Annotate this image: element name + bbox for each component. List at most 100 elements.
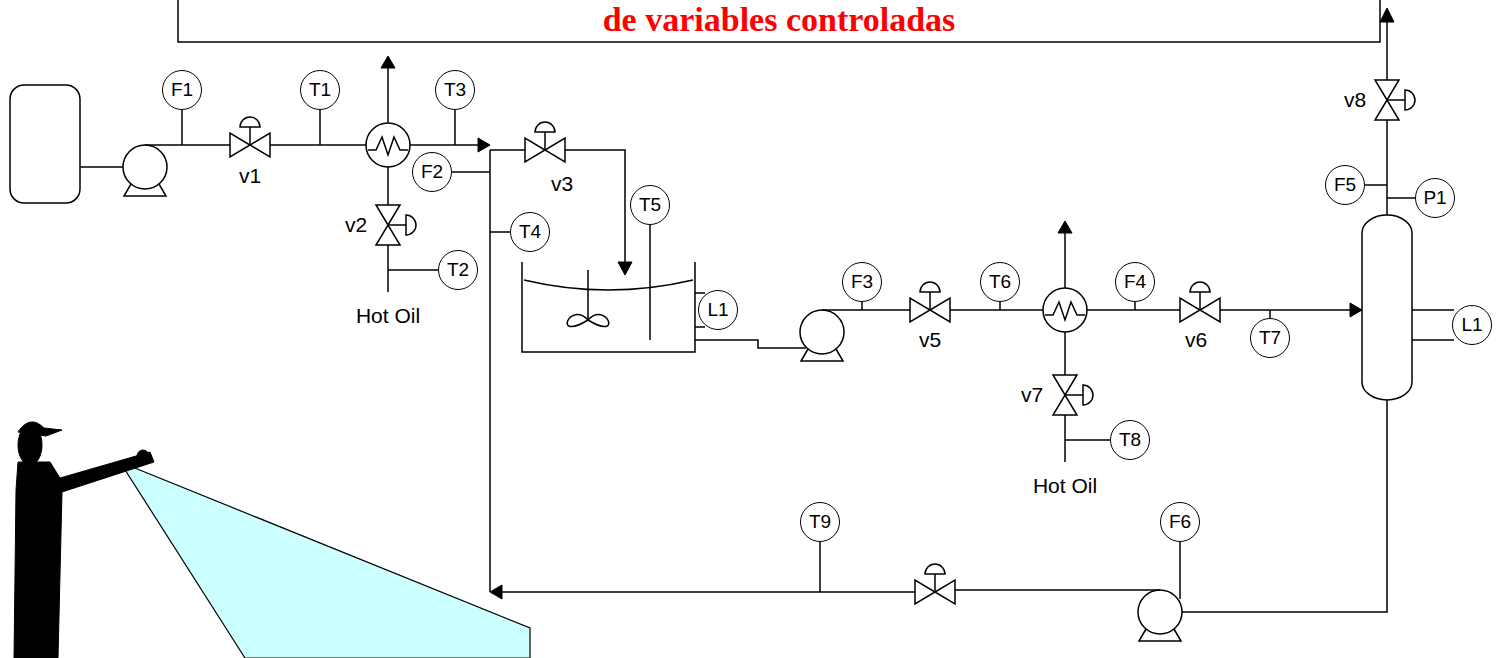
arrowhead [1350, 303, 1362, 317]
instrument-tag: T8 [1119, 430, 1141, 451]
instrument-bubble: T8 [1110, 420, 1150, 460]
arrowhead [1380, 8, 1394, 22]
instrument-leader [649, 225, 651, 340]
instrument-leader [1065, 439, 1110, 441]
level-tap [695, 326, 705, 328]
level-tap [695, 292, 705, 294]
valve-actuator [535, 122, 555, 132]
speech-wedge [120, 462, 530, 658]
pipe [490, 149, 525, 151]
liquid-surface [524, 280, 693, 290]
valve-actuator [925, 564, 945, 574]
instrument-bubble: T5 [630, 185, 670, 225]
valve-symbol [376, 205, 400, 225]
pump-symbol [123, 145, 167, 189]
instrument-leader [819, 542, 821, 592]
pipe [950, 309, 1043, 311]
instrument-bubble: F2 [412, 152, 452, 192]
instrument-tag: F6 [1169, 512, 1191, 533]
pump-base [801, 349, 843, 361]
valve-actuator [1405, 90, 1415, 110]
drawing-label: v5 [919, 328, 941, 351]
instrument-leader [490, 231, 510, 233]
instrument-bubble: L1 [698, 290, 738, 330]
valve-stem [544, 132, 546, 150]
pipe [955, 589, 1160, 591]
instrument-bubble: F4 [1115, 262, 1155, 302]
header-title: de variables controladas [603, 1, 956, 38]
arrowhead [618, 262, 632, 275]
valve-symbol [1200, 298, 1220, 322]
valve-symbol [915, 580, 935, 604]
instrument-tag: L1 [1461, 315, 1482, 336]
heat-exchanger-coil [368, 137, 408, 155]
valve-actuator [240, 117, 260, 127]
instrument-bubble: F5 [1325, 165, 1365, 205]
heat-exchanger-coil [1045, 302, 1085, 320]
valve-actuator [406, 215, 416, 235]
arrowhead [490, 585, 502, 599]
instrument-tag: F5 [1334, 175, 1356, 196]
pipe [387, 167, 389, 205]
valve-symbol [910, 298, 930, 322]
pump-base [1139, 629, 1181, 641]
vent-line [387, 66, 389, 123]
instrument-bubble: T2 [438, 250, 478, 290]
instrument-bubble: T3 [435, 70, 475, 110]
valve-stem [388, 224, 406, 226]
valve-actuator [1190, 282, 1210, 292]
instrument-tag: F2 [421, 162, 443, 183]
instrument-tag: T1 [309, 80, 331, 101]
instrument-leader [1179, 542, 1181, 599]
valve-symbol [230, 133, 250, 157]
drawing-label: v1 [239, 164, 261, 187]
instrument-leader [1387, 197, 1415, 199]
pipe [502, 591, 915, 593]
valve-symbol [1180, 298, 1200, 322]
instrument-tag: T7 [1259, 328, 1281, 349]
valve-symbol [525, 138, 545, 162]
valve-stem [1199, 292, 1201, 310]
valve-symbol [935, 580, 955, 604]
pipe [1064, 415, 1066, 462]
instrument-leader [1365, 184, 1387, 186]
valve-symbol [376, 225, 400, 245]
valve-stem [934, 574, 936, 592]
pipe [1386, 22, 1388, 80]
instrument-leader [999, 302, 1001, 310]
instrument-bubble: P1 [1415, 178, 1455, 218]
drawing-label: Hot Oil [1033, 474, 1097, 497]
instrument-leader [452, 171, 490, 173]
level-tap [1412, 309, 1454, 311]
valve-symbol [545, 138, 565, 162]
instrument-leader [319, 110, 321, 145]
valve-actuator [1083, 385, 1093, 405]
instrument-tag: T4 [519, 222, 541, 243]
valve-symbol [1375, 100, 1399, 120]
instrument-bubble: T7 [1250, 318, 1290, 358]
instrument-tag: T2 [447, 260, 469, 281]
pipe [1386, 120, 1388, 215]
instrument-bubble: L1 [1452, 305, 1492, 345]
pipe [1182, 400, 1387, 612]
instrument-leader [861, 302, 863, 310]
person-body [14, 452, 154, 658]
instrument-leader [388, 269, 438, 271]
pipe [1064, 332, 1066, 375]
pipe [80, 166, 123, 168]
valve-symbol [250, 133, 270, 157]
drawing-label: Hot Oil [356, 304, 420, 327]
agitator-blade [588, 314, 609, 326]
instrument-leader [454, 110, 456, 145]
pump-symbol [800, 310, 844, 354]
instrument-tag: T3 [444, 80, 466, 101]
pipe [822, 309, 910, 311]
separator-vessel [1362, 215, 1412, 400]
valve-symbol [1053, 375, 1077, 395]
header-box [178, 0, 1380, 42]
vent-line [1064, 231, 1066, 288]
pump-base [124, 184, 166, 196]
pipe [1220, 309, 1350, 311]
instrument-bubble: F3 [842, 262, 882, 302]
